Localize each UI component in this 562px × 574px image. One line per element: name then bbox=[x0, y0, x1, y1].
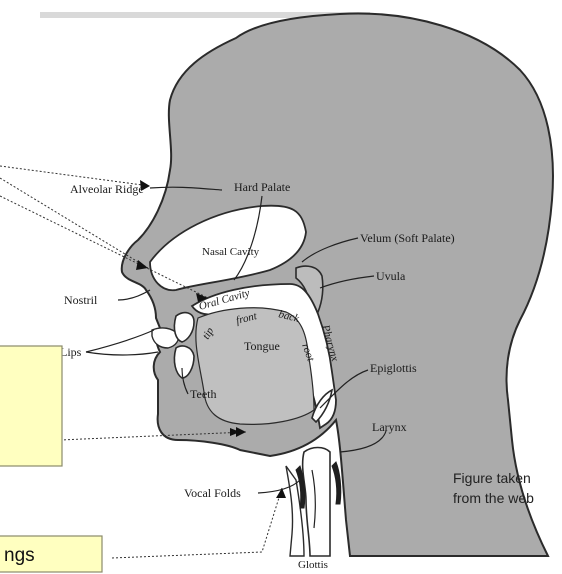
label-teeth: Teeth bbox=[190, 387, 216, 401]
label-uvula: Uvula bbox=[376, 269, 406, 283]
callout-box-lower-text: ngs bbox=[4, 545, 35, 566]
label-tongue: Tongue bbox=[244, 339, 280, 353]
label-larynx: Larynx bbox=[372, 420, 407, 434]
label-nostril: Nostril bbox=[64, 293, 98, 307]
label-glottis: Glottis bbox=[298, 559, 328, 571]
label-vocal-folds: Vocal Folds bbox=[184, 486, 241, 500]
label-epiglottis: Epiglottis bbox=[370, 361, 417, 375]
credit-line-2: from the web bbox=[453, 490, 534, 506]
callout-box-upper bbox=[0, 346, 62, 466]
tongue-shape bbox=[196, 308, 314, 425]
label-lips: Lips bbox=[60, 345, 82, 359]
label-nasal-cavity: Nasal Cavity bbox=[202, 246, 260, 258]
vocal-folds-shape-right bbox=[332, 462, 341, 504]
trachea-passage bbox=[303, 448, 330, 557]
credit-line-1: Figure taken bbox=[453, 470, 531, 486]
label-alveolar-ridge: Alveolar Ridge bbox=[70, 182, 144, 196]
label-hard-palate: Hard Palate bbox=[234, 180, 290, 194]
label-velum: Velum (Soft Palate) bbox=[360, 231, 455, 245]
